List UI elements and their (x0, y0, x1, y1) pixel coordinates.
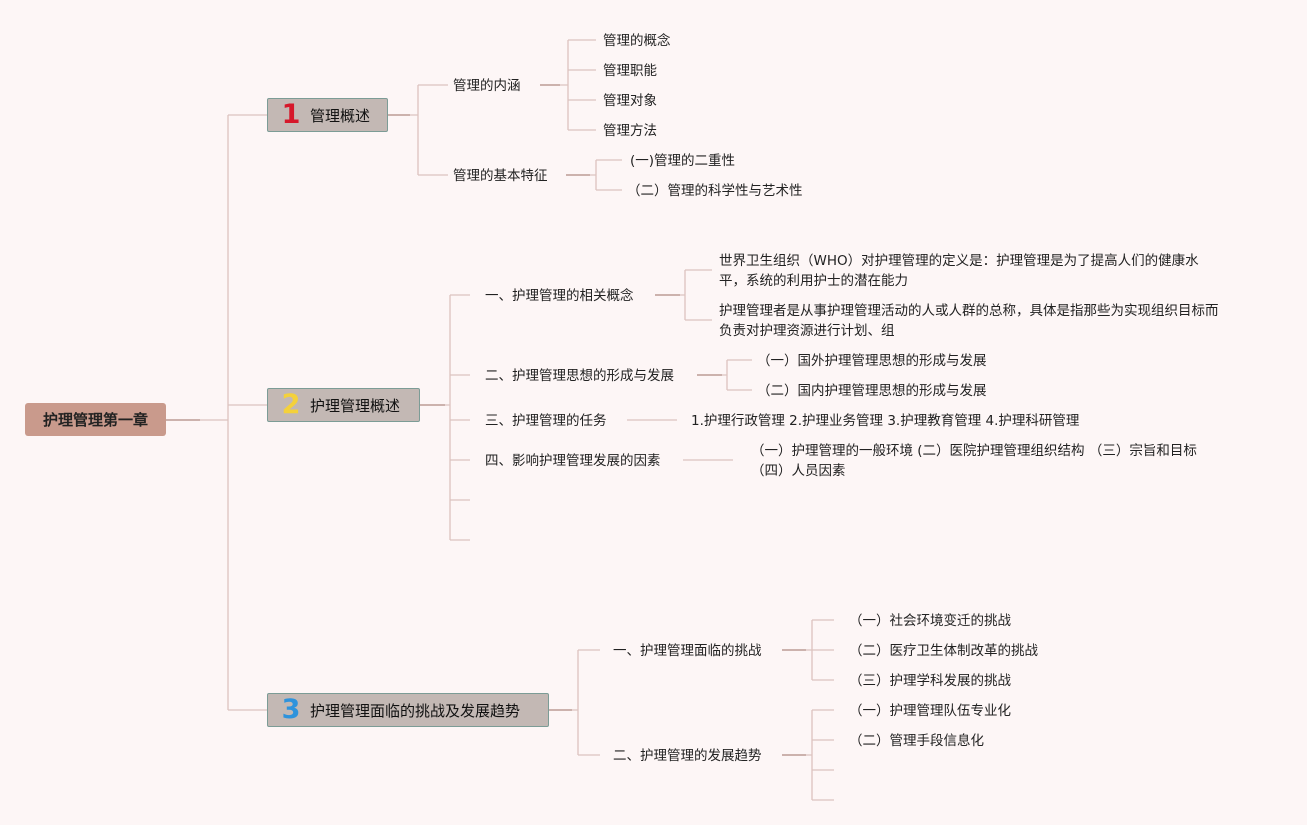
leaf-node[interactable]: (一)管理的二重性 (630, 153, 736, 169)
topic-label: 护理管理面临的挑战及发展趋势 (310, 701, 521, 720)
subtopic-challenges[interactable]: 一、护理管理面临的挑战 (613, 643, 762, 659)
subtopic-basic-features[interactable]: 管理的基本特征 (453, 168, 548, 184)
subtopic-thought-development[interactable]: 二、护理管理思想的形成与发展 (485, 368, 674, 384)
leaf-node-factors[interactable]: （一）护理管理的一般环境 (二）医院护理管理组织结构 （三）宗旨和目标（四）人员… (751, 443, 1197, 479)
topic-challenges-and-trends[interactable]: 3 护理管理面临的挑战及发展趋势 (267, 693, 549, 727)
topic-management-overview[interactable]: 1 管理概述 (267, 98, 388, 132)
leaf-node[interactable]: （二）管理手段信息化 (849, 733, 984, 749)
topic-label: 护理管理概述 (310, 396, 401, 415)
subtopic-management-tasks[interactable]: 三、护理管理的任务 (485, 413, 607, 429)
root-node[interactable]: 护理管理第一章 (25, 403, 166, 436)
subtopic-trends[interactable]: 二、护理管理的发展趋势 (613, 748, 762, 764)
leaf-node[interactable]: 管理的概念 (603, 33, 671, 49)
leaf-node[interactable]: 管理方法 (603, 123, 657, 139)
subtopic-management-connotation[interactable]: 管理的内涵 (453, 78, 521, 94)
number-2-icon: 2 (281, 389, 301, 420)
subtopic-related-concepts[interactable]: 一、护理管理的相关概念 (485, 288, 634, 304)
topic-nursing-management-overview[interactable]: 2 护理管理概述 (267, 388, 420, 422)
leaf-node[interactable]: （三）护理学科发展的挑战 (849, 673, 1011, 689)
leaf-node[interactable]: 管理职能 (603, 63, 657, 79)
subtopic-influencing-factors[interactable]: 四、影响护理管理发展的因素 (485, 453, 661, 469)
leaf-node[interactable]: （二）医疗卫生体制改革的挑战 (849, 643, 1038, 659)
leaf-node[interactable]: 管理对象 (603, 93, 657, 109)
leaf-node[interactable]: （二）国内护理管理思想的形成与发展 (757, 383, 987, 399)
topic-label: 管理概述 (310, 106, 371, 125)
number-3-icon: 3 (281, 694, 301, 725)
leaf-node[interactable]: （一）社会环境变迁的挑战 (849, 613, 1011, 629)
leaf-node[interactable]: （二）管理的科学性与艺术性 (627, 183, 803, 199)
leaf-node-nursing-manager-definition[interactable]: 护理管理者是从事护理管理活动的人或人群的总称，具体是指那些为实现组织目标而负责对… (719, 303, 1219, 339)
leaf-node-task-list[interactable]: 1.护理行政管理 2.护理业务管理 3.护理教育管理 4.护理科研管理 (691, 413, 1080, 429)
number-1-icon: 1 (281, 99, 301, 130)
leaf-node-who-definition[interactable]: 世界卫生组织（WHO）对护理管理的定义是：护理管理是为了提高人们的健康水平，系统… (719, 253, 1199, 289)
leaf-node[interactable]: （一）护理管理队伍专业化 (849, 703, 1011, 719)
leaf-node[interactable]: （一）国外护理管理思想的形成与发展 (757, 353, 987, 369)
